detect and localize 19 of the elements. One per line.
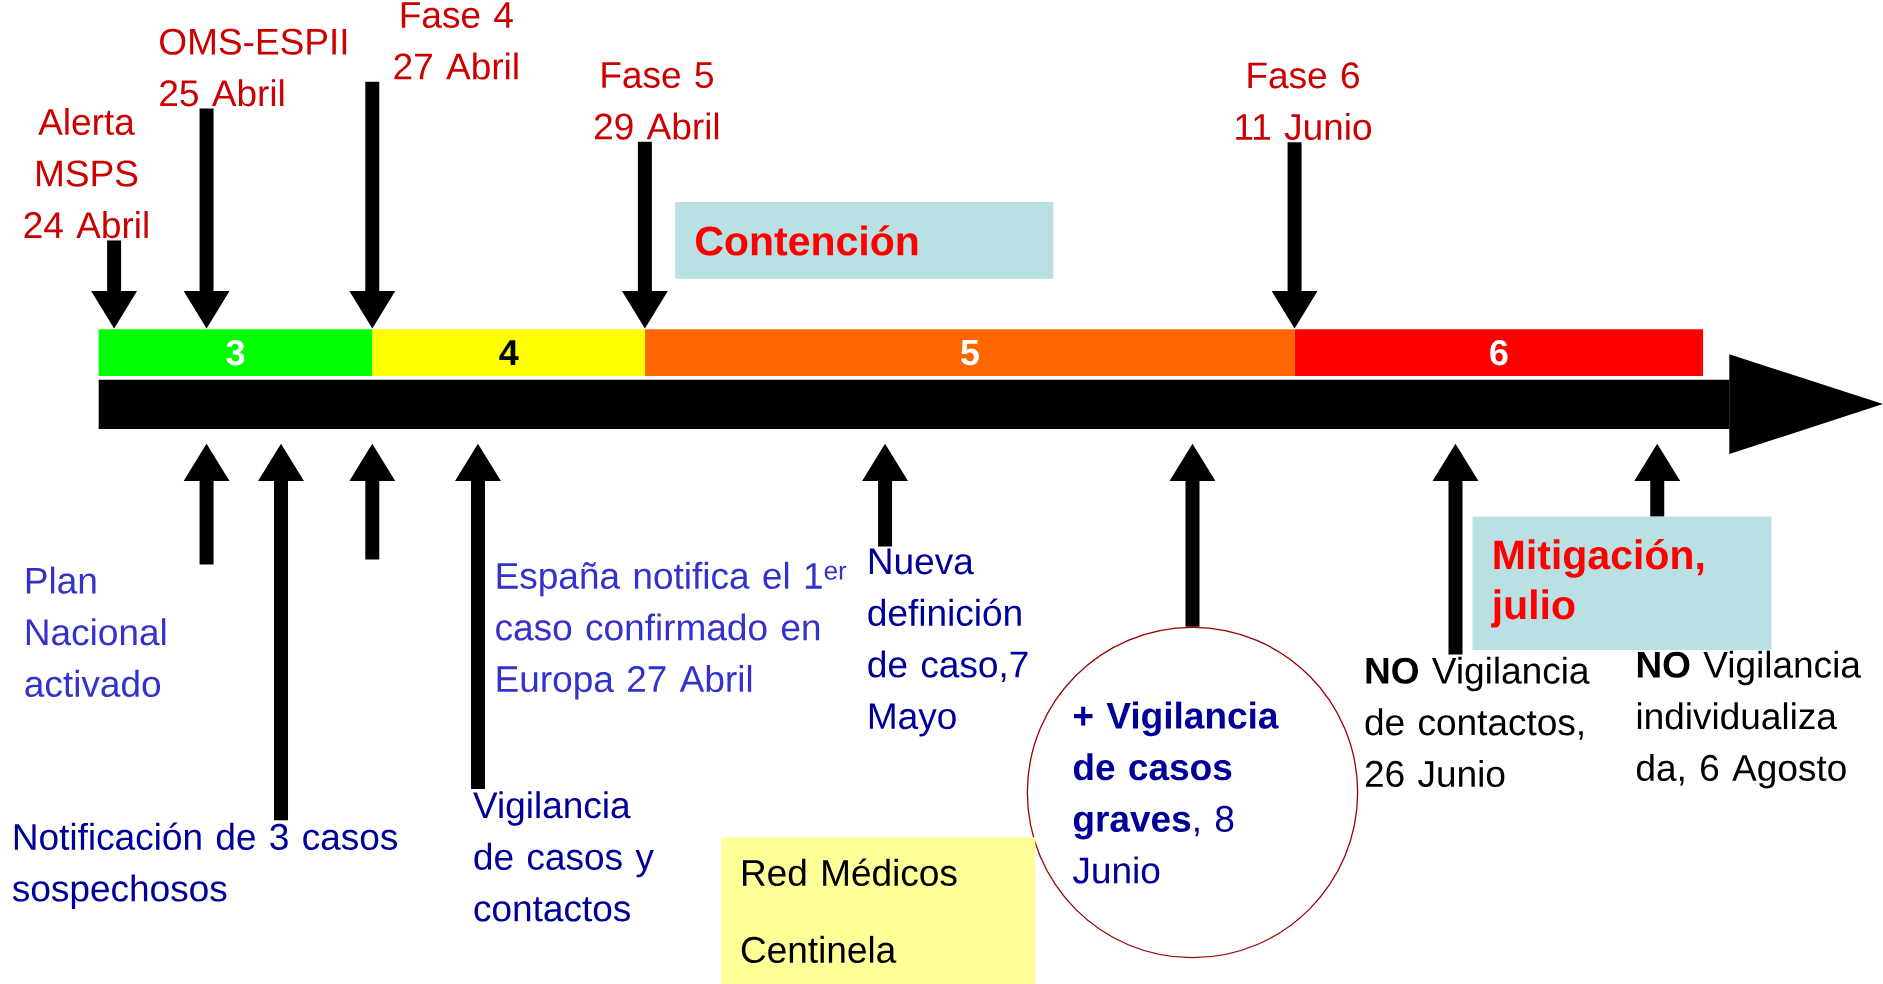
event-label: Fase 5 29 Abril xyxy=(595,62,719,140)
phase-bar: 3 xyxy=(98,329,373,377)
event-note: NO Vigilancia individualiza da, 6 Agosto xyxy=(1637,650,1861,789)
event-note: España notifica el 1$^{er}$ caso confirmado en Europa 27 Abril xyxy=(496,561,847,700)
stage-box: Contención xyxy=(675,201,1054,279)
event-note: Nueva definición de caso,7 Mayo xyxy=(868,548,1028,737)
event-note: Notificación de 3 casos sospechosos xyxy=(12,822,397,909)
event-note: Plan Nacional activado xyxy=(25,566,166,697)
event-label: Fase 6 11 Junio xyxy=(1236,62,1371,141)
event-note: Vigilancia de casos y contactos xyxy=(473,791,654,922)
event-label: Fase 4 27 Abril xyxy=(394,2,518,80)
phase-bar: 5 xyxy=(645,329,1295,377)
event-label: OMS-ESPII 25 Abril xyxy=(160,28,347,107)
phase-bar: 6 xyxy=(1294,329,1704,377)
event-label: Alerta MSPS 24 Abril xyxy=(24,107,148,239)
event-note: NO Vigilancia de contactos, 26 Junio xyxy=(1365,656,1590,788)
note-box: Red Médicos Centinela xyxy=(720,837,1036,984)
stage-box: Mitigación, julio xyxy=(1472,516,1772,650)
phase-bar: 4 xyxy=(372,329,646,377)
